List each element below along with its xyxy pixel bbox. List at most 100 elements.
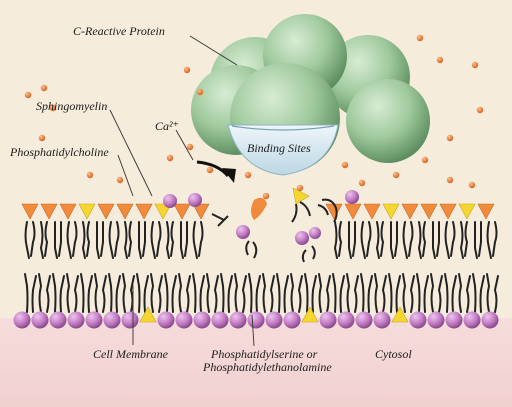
inner-lipid-tail [318, 273, 331, 313]
inner-purple-head [283, 311, 301, 329]
inner-lipid-tail [388, 273, 401, 313]
free-lipid-tail [245, 240, 258, 259]
calcium-ion [476, 106, 484, 114]
inner-lipid-tail [122, 273, 135, 313]
sphingomyelin-head [420, 203, 438, 220]
outer-lipid-tail [54, 221, 62, 259]
inner-lipid-tail [52, 273, 65, 313]
calcium-ion [196, 88, 204, 96]
inner-yellow-head [391, 306, 409, 323]
inner-lipid-tail [276, 273, 289, 313]
inner-lipid-tail [206, 273, 219, 313]
sphingomyelin-head [21, 203, 39, 220]
outer-lipid-tail [108, 221, 120, 259]
phosphatidylcholine-head [382, 203, 400, 220]
sphingomyelin-head [97, 203, 115, 220]
outer-lipid-tail [150, 221, 162, 259]
outer-purple-head [345, 190, 359, 204]
inner-purple-head [121, 311, 139, 329]
inner-purple-head [13, 311, 31, 329]
inner-lipid-tail [262, 273, 275, 313]
outer-lipid-tail [459, 221, 469, 259]
calcium-ion [446, 176, 454, 184]
leader-sphingomyelin [109, 109, 153, 197]
leader-calcium [175, 129, 194, 161]
free-purple-head [295, 231, 309, 245]
c-reactive-protein [191, 14, 430, 176]
arrow-shaft [196, 160, 230, 178]
sphingomyelin-head [59, 203, 77, 220]
outer-lipid-tail [95, 221, 104, 259]
free-orange-head [251, 197, 267, 220]
inner-yellow-head [139, 306, 157, 323]
calcium-ions [24, 34, 484, 200]
calcium-ion [166, 154, 174, 162]
sphingomyelin-head [344, 203, 362, 220]
inner-purple-head [49, 311, 67, 329]
inner-purple-head [193, 311, 211, 329]
calcium-label: Ca²⁺ [155, 119, 179, 133]
lifted-lipid-tail [317, 198, 338, 223]
phosphatidylcholine-label: Phosphatidylcholine [10, 145, 109, 159]
outer-lipid-tail [165, 221, 175, 259]
inner-lipid-tail [472, 273, 485, 313]
calcium-ion [116, 176, 124, 184]
inner-lipid-tail [234, 273, 247, 313]
inner-lipid-tail [220, 273, 233, 313]
outer-lipid-tail [417, 221, 427, 259]
outer-lipid-tail [390, 221, 398, 259]
outer-lipid-tail [39, 221, 49, 259]
calcium-ion [49, 104, 57, 112]
inner-yellow-head [301, 306, 319, 323]
leader-phosphatidylserine [251, 314, 255, 347]
calcium-ion [471, 61, 479, 69]
inner-purple-head [427, 311, 445, 329]
leader-phosphatidylcholine [117, 154, 134, 197]
bound-yellow-head [292, 187, 310, 205]
inner-purple-head [67, 311, 85, 329]
crp-subunit [346, 79, 430, 163]
outer-lipid-tail [81, 221, 91, 259]
calcium-ion [468, 181, 476, 189]
outer-lipid-tail [192, 221, 204, 259]
inner-lipid-tail [444, 273, 457, 313]
calcium-ion [24, 91, 32, 99]
calcium-ion [40, 84, 48, 92]
inner-lipid-tail [304, 273, 317, 313]
outer-lipid-tail [333, 221, 343, 259]
sphingomyelin-head [439, 203, 457, 220]
inner-purple-head [85, 311, 103, 329]
outer-lipid-tail [444, 221, 456, 259]
inner-lipid-tail [38, 273, 51, 313]
sphingomyelin-head [135, 203, 153, 220]
calcium-ion [392, 171, 400, 179]
disordered-lipid-tail [211, 213, 229, 227]
outer-lipid-tail [402, 221, 414, 259]
leader-crp [189, 35, 238, 66]
free-purple-head [236, 225, 250, 239]
inner-lipid-tail [430, 273, 443, 313]
inner-purple-head [175, 311, 193, 329]
sphingomyelin-head [363, 203, 381, 220]
lipid-tails [24, 221, 499, 313]
sphingomyelin-head [40, 203, 58, 220]
free-lipid-tail [301, 245, 316, 263]
outer-lipid-tail [432, 221, 440, 259]
inner-lipid-tail [332, 273, 345, 313]
inner-lipid-tail [192, 273, 205, 313]
calcium-ion [341, 161, 349, 169]
outer-lipid-tail [360, 221, 372, 259]
inner-lipid-tail [178, 273, 191, 313]
outer-lipid-tail [375, 221, 385, 259]
outer-lipid-tail [66, 221, 78, 259]
calcium-ion [421, 156, 429, 164]
outer-lipid-tail [123, 221, 133, 259]
inner-purple-head [337, 311, 355, 329]
free-lipids [211, 187, 338, 263]
inner-lipid-tail [402, 273, 415, 313]
inner-lipid-tail [108, 273, 121, 313]
inner-lipid-tail [66, 273, 79, 313]
calcium-ion [262, 192, 270, 200]
inner-purple-head [211, 311, 229, 329]
binding-site-pocket [227, 124, 339, 176]
